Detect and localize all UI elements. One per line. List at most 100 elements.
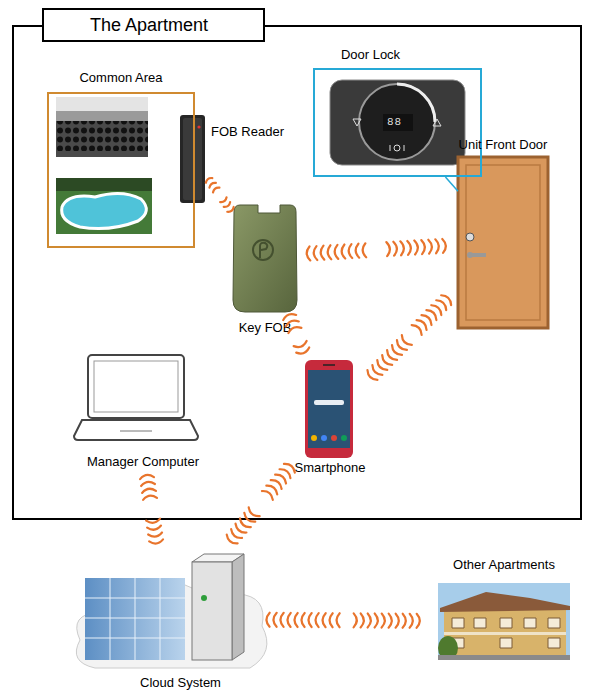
app-icon [321, 435, 327, 441]
wireless-wave [335, 245, 339, 259]
node-label: Unit Front Door [428, 137, 578, 153]
wireless-wave [442, 239, 446, 253]
cloud-system: Cloud System [80, 548, 255, 690]
other-apartments: Other Apartments [438, 583, 570, 660]
wireless-link [227, 464, 295, 544]
phone-speaker [323, 364, 335, 366]
wireless-wave [227, 207, 233, 212]
wireless-wave [244, 513, 255, 522]
gym-wall [56, 111, 148, 121]
wireless-wave [275, 475, 286, 484]
phone-screen [308, 370, 350, 448]
lock-icon [394, 145, 400, 151]
wireless-wave [294, 613, 297, 627]
phone-widget [314, 400, 344, 405]
wireless-wave [283, 314, 296, 320]
wireless-wave [417, 320, 427, 330]
lock-display [383, 114, 413, 131]
lock-icon-bar [404, 145, 405, 151]
wireless-wave [336, 613, 339, 627]
laptop [74, 355, 198, 440]
wireless-wave [354, 613, 357, 627]
gym-floor [56, 97, 148, 157]
wireless-wave [431, 305, 441, 315]
wireless-wave [141, 482, 155, 486]
wireless-wave [363, 243, 367, 257]
fob-logo [253, 240, 273, 260]
wireless-wave [393, 242, 397, 256]
gym-photo [56, 97, 148, 157]
node-label: Door Lock [313, 47, 428, 63]
wireless-wave [436, 300, 446, 310]
lock-dial [359, 84, 435, 160]
wireless-wave [402, 335, 412, 345]
wireless-link [367, 295, 451, 380]
phone-body [305, 360, 353, 458]
lock-icon-bar [390, 145, 391, 151]
wireless-wave [273, 613, 276, 627]
wireless-link [206, 178, 234, 212]
gym-ceiling [56, 97, 148, 111]
wireless-wave [400, 241, 404, 255]
door-handle [470, 253, 486, 257]
wireless-wave [329, 613, 332, 627]
fob-body [233, 205, 297, 312]
front-door: Unit Front Door [458, 157, 548, 328]
reader-face [183, 118, 202, 200]
common-area-box: Common Area [47, 92, 195, 248]
front-door [458, 157, 548, 328]
apartment-balcony [444, 632, 566, 635]
app-icon [311, 435, 317, 441]
wireless-wave [280, 469, 291, 478]
node-label: Other Apartments [438, 557, 570, 573]
wireless-wave [236, 524, 247, 533]
wireless-wave [294, 341, 307, 347]
door-lock-cylinder [466, 233, 474, 241]
wireless-wave [140, 475, 154, 479]
wireless-wave [143, 496, 157, 500]
laptop-base [74, 420, 198, 440]
wireless-wave [266, 486, 277, 495]
wireless-wave [368, 613, 371, 627]
reader-led [197, 125, 200, 128]
pool-trees [56, 178, 152, 191]
apartment-frame: The ApartmentCommon AreaFOB ReaderDoor L… [12, 25, 582, 520]
wireless-wave [301, 613, 304, 627]
pool-lawn [56, 178, 152, 234]
door-panel [466, 165, 540, 320]
wireless-wave [249, 507, 260, 516]
wireless-wave [349, 244, 353, 258]
title-tab: The Apartment [42, 8, 265, 42]
building-grid [85, 578, 185, 660]
fob-reader-device [180, 115, 205, 203]
sky [438, 583, 570, 660]
server-side [232, 554, 244, 660]
cloud-system-art [76, 554, 267, 668]
wireless-wave [321, 246, 325, 260]
server-led [201, 595, 207, 601]
wireless-wave [392, 345, 402, 355]
wireless-wave [414, 241, 418, 255]
wireless-wave [356, 244, 360, 258]
reader-body [180, 115, 205, 203]
wireless-wave [209, 183, 215, 188]
wireless-wave [441, 295, 451, 305]
app-icon [341, 435, 347, 441]
key-fob: Key FOB [233, 198, 297, 314]
wireless-wave [361, 613, 364, 627]
wireless-wave [271, 480, 282, 489]
node-label: Manager Computer [78, 454, 208, 470]
fob-reader: FOB Reader [178, 113, 207, 203]
wireless-wave [322, 613, 325, 627]
wireless-wave [417, 614, 420, 628]
wireless-wave [387, 350, 397, 360]
wireless-wave [410, 614, 413, 628]
wireless-wave [149, 539, 163, 543]
node-label: Smartphone [285, 460, 375, 476]
smartphone-device [305, 360, 353, 458]
key-fob-device [233, 205, 297, 312]
fob-logo-mark [260, 243, 267, 258]
wireless-wave [342, 244, 346, 258]
